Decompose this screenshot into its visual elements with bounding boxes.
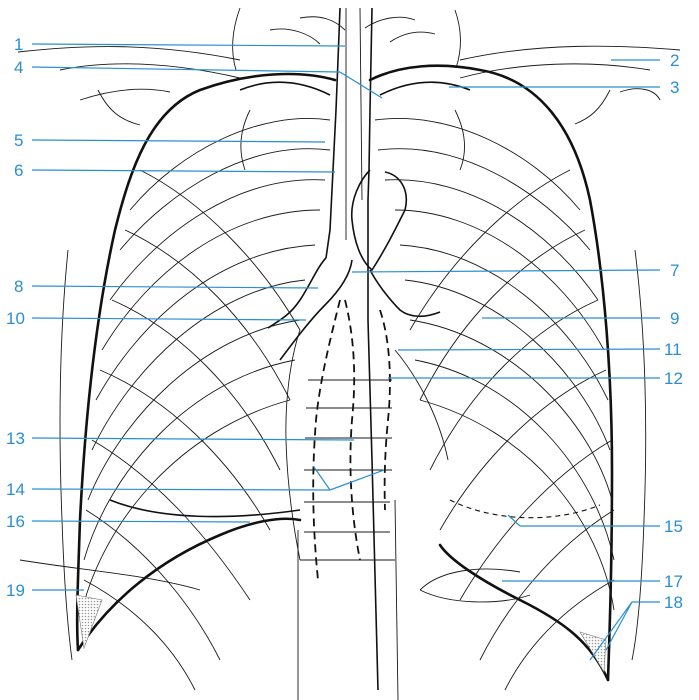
label-15: 15 [664, 517, 683, 536]
vertebrae [298, 380, 398, 700]
label-2: 2 [670, 51, 679, 70]
label-3: 3 [670, 78, 679, 97]
label-12: 12 [664, 369, 683, 388]
label-10: 10 [6, 309, 25, 328]
label-5: 5 [14, 131, 23, 150]
label-14: 14 [6, 480, 25, 499]
label-11: 11 [664, 340, 682, 359]
label-13: 13 [6, 429, 25, 448]
label-7: 7 [670, 261, 679, 280]
heart-mediastinum [268, 170, 448, 690]
label-9: 9 [670, 309, 679, 328]
ribs [60, 110, 646, 690]
diaphragm [20, 500, 600, 602]
label-6: 6 [14, 161, 23, 180]
label-1: 1 [14, 35, 23, 54]
lung-outlines [77, 66, 612, 680]
label-17: 17 [664, 572, 683, 591]
label-16: 16 [6, 512, 25, 531]
label-8: 8 [14, 277, 23, 296]
label-4: 4 [14, 58, 23, 77]
neck-shoulders [18, 8, 680, 125]
label-19: 19 [6, 581, 25, 600]
label-18: 18 [664, 593, 683, 612]
